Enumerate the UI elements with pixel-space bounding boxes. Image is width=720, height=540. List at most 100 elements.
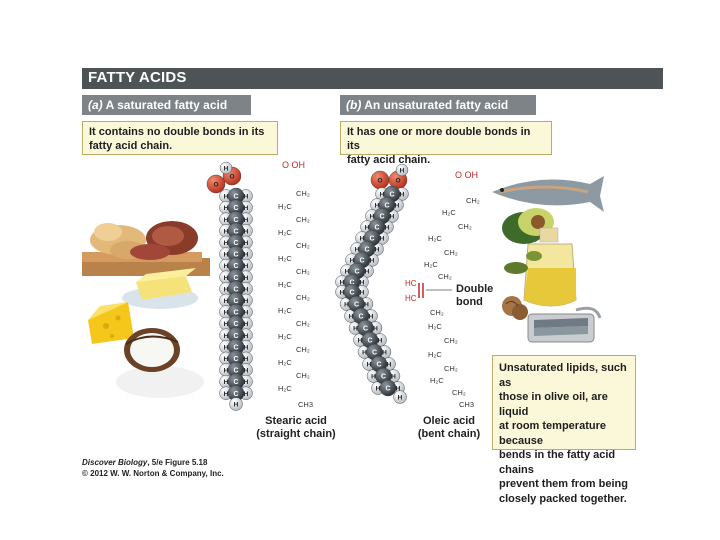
oxygen-atom-label: O [377,178,382,185]
carbon-atom-label: C [354,269,359,276]
carbon-atom-label: C [233,275,238,282]
hydrogen-atom-label: H [340,290,345,297]
carbon-atom-label: C [364,247,369,254]
stearic-ch2: CH₂ [296,189,310,198]
oleic-chain-group: CH₂ [452,388,466,397]
oleic-hc-bottom: HC [405,294,417,303]
walnut-image [502,296,528,320]
stearic-h2c: H₂C [278,202,292,211]
carbon-atom-label: C [363,326,368,333]
double-bond-label: Double bond [456,283,493,309]
cheese-image [88,302,134,344]
carbon-atom-label: C [349,290,354,297]
hydrogen-atom-label: H [224,298,229,305]
hydrogen-atom-label: H [391,374,396,381]
oleic-ch3: CH3 [459,400,475,409]
hydrogen-atom-label: H [244,205,249,212]
oxygen-atom-label: O [213,182,218,189]
stearic-ch3: CH3 [298,400,314,409]
hydrogen-atom-label: H [378,338,383,345]
hydrogen-atom-label: H [244,333,249,340]
hydrogen-atom-label: H [224,321,229,328]
oleic-chain-group: CH₂ [466,196,480,205]
fish-image [492,176,604,212]
panel-a-note: It contains no double bonds in its fatty… [82,121,278,155]
oleic-carboxyl: O OH [455,170,479,180]
hydrogen-atom-label: H [224,286,229,293]
oleic-chain-group: H₂C [428,322,442,331]
carbon-atom-label: C [233,194,238,201]
double-bond-marker [418,283,452,298]
hydrogen-atom-label: H [224,194,229,201]
oxygen-atom [206,174,226,194]
hydrogen-atom-label: H [371,374,376,381]
hydrogen-atom-label: H [390,214,395,221]
credit-line-2: © 2012 W. W. Norton & Company, Inc. [82,469,224,478]
hydrogen-atom-label: H [364,302,369,309]
stearic-h2c: H₂C [278,384,292,393]
hydrogen-atom-label: H [382,350,387,357]
stearic-h2c: H₂C [278,358,292,367]
hydrogen-atom-label: H [224,205,229,212]
oleic-caption-name: Oleic acid [423,415,475,427]
hydrogen-atom-label: H [380,192,385,199]
hydrogen-atom-label: H [244,275,249,282]
hydrogen-atom-label: H [224,379,229,386]
credit-figure: , 5/e Figure 5.18 [147,458,208,467]
stearic-ch2: CH₂ [296,293,310,302]
carbon-atom-label: C [381,374,386,381]
hydrogen-atom-label: H [365,225,370,232]
carbon-atom-label: C [367,338,372,345]
hydrogen-atom-label: H [224,217,229,224]
stearic-carboxyl: O OH [282,160,306,170]
credit-line-1: Discover Biology, 5/e Figure 5.18 [82,458,207,467]
carbon-atom-label: C [379,214,384,221]
stearic-ch2: CH₂ [296,345,310,354]
double-bond-label-line1: Double [456,283,494,295]
panel-b-tab: (b) An unsaturated fatty acid [340,95,536,115]
oleic-caption-shape: (bent chain) [417,428,481,440]
oleic-caption: Oleic acid (bent chain) [404,415,494,441]
hydrogen-atom-label: H [395,203,400,210]
carbon-atom-label: C [233,205,238,212]
hydrogen-atom-label: H [362,350,367,357]
oleic-chain-group: CH₂ [444,336,458,345]
sardine-tin-image [527,306,602,343]
title-bar: FATTY ACIDS [82,68,663,89]
hydrogen-atom-label: H [375,203,380,210]
hydrogen-atom [229,397,243,411]
stearic-h2c: H₂C [278,228,292,237]
stearic-ch2: CH₂ [296,241,310,250]
panel-a-note-line1: It contains no double bonds in its [89,126,265,138]
hydrogen-atom-label: H [244,263,249,270]
carbon-atom-label: C [233,286,238,293]
stearic-h2c: H₂C [278,280,292,289]
carbon-atom-label: C [233,344,238,351]
hydrogen-atom-label: H [396,386,401,393]
hydrogen-atom-label: H [244,344,249,351]
panel-b-note-line1: It has one or more double bonds in its [347,126,531,152]
carbon-atom-label: C [369,236,374,243]
panel-a-letter: (a) [88,98,103,112]
hydrogen-atom-label: H [224,368,229,375]
hydrogen-atom-label: H [224,228,229,235]
hydrogen-atom [219,161,233,175]
carbon-atom-label: C [233,263,238,270]
hydrogen-atom-label: H [373,326,378,333]
stearic-ch2: CH₂ [296,215,310,224]
hydrogen-atom-label: H [375,247,380,254]
hydrogen-atom-label: H [369,314,374,321]
carbon-atom-label: C [233,368,238,375]
oleic-chain-group: H₂C [442,208,456,217]
hydrogen-atom-label: H [244,356,249,363]
hydrogen-atom-label: H [244,368,249,375]
carbon-atom-label: C [372,350,377,357]
oleic-chain-group: H₂C [424,260,438,269]
hydrogen-atom-label: H [380,236,385,243]
carbon-atom-label: C [233,321,238,328]
hydrogen-atom-label: H [367,362,372,369]
panel-b-heading: An unsaturated fatty acid [364,98,509,112]
panel-a-note-line2: fatty acid chain. [89,140,173,152]
callout-line: closely packed together. [499,492,627,505]
